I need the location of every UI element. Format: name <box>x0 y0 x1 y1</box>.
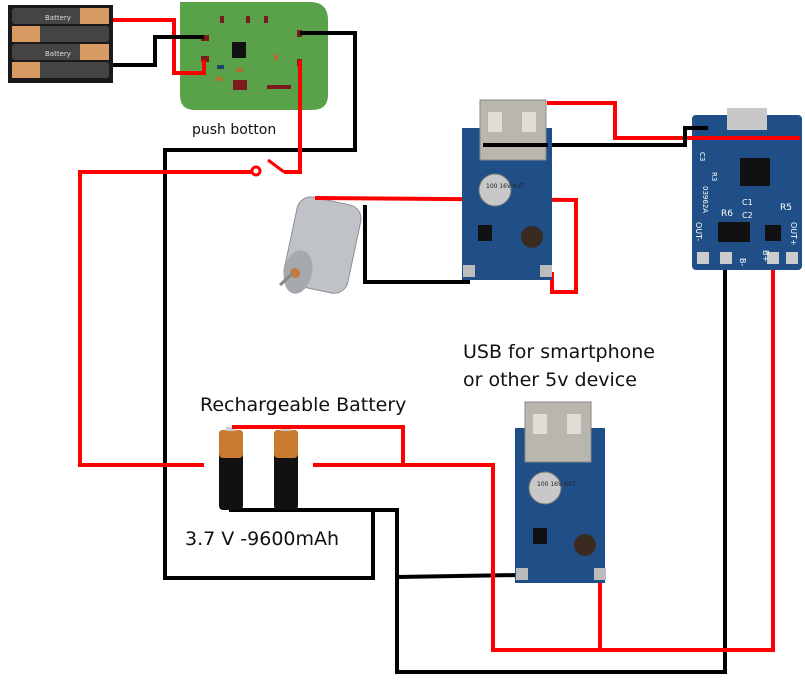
battery-spec: 3.7 V -9600mAh <box>185 528 340 550</box>
wire-red <box>113 18 206 75</box>
silk-label: B+ <box>761 250 770 262</box>
silk-label: C3 <box>698 152 706 161</box>
holder-cell <box>12 44 109 60</box>
holder-cell <box>12 8 109 24</box>
charger-ic <box>740 158 770 186</box>
capacitor-label: 100 16V KVT <box>486 183 525 190</box>
silk-label: C1 <box>742 198 753 207</box>
silk-label: 03962A <box>701 186 709 213</box>
push-button-label: push botton <box>192 122 277 138</box>
battery-cell <box>219 427 243 510</box>
holder-cell <box>12 26 109 42</box>
boost-module-usb-output: 100 16V KVT <box>515 401 606 583</box>
wire-black <box>113 35 204 67</box>
silk-label: C2 <box>742 211 753 220</box>
wire-red <box>232 425 405 463</box>
silk-label: OUT- <box>694 222 703 241</box>
silk-label: R5 <box>780 203 792 213</box>
wire-red <box>313 262 775 652</box>
wire-red <box>78 170 252 467</box>
boost-module-motor: 100 16V KVT <box>462 99 552 280</box>
battery-holder-4xAA: Battery Battery <box>8 5 113 83</box>
holder-cell-text: Battery <box>45 50 71 58</box>
silk-label: R3 <box>710 172 718 181</box>
wires <box>78 18 800 674</box>
dc-motor <box>278 196 362 294</box>
battery-title: Rechargeable Battery <box>200 394 407 416</box>
micro-usb-port <box>727 108 767 130</box>
wire-red <box>284 60 302 174</box>
wire-black <box>396 573 521 579</box>
silk-label: OUT+ <box>789 222 798 246</box>
push-switch[interactable] <box>250 158 285 177</box>
wire-black <box>363 205 470 284</box>
holder-cell-text: Battery <box>45 14 71 22</box>
battery-cell <box>274 427 298 510</box>
usb-label-line1: USB for smartphone <box>463 341 655 363</box>
holder-cell <box>12 62 109 78</box>
capacitor-label: 100 16V KVT <box>537 481 576 488</box>
silk-label: B- <box>738 258 747 266</box>
usb-label-line2: or other 5v device <box>463 369 637 391</box>
controller-pcb <box>180 2 328 110</box>
chip <box>232 42 246 58</box>
wire-black <box>229 262 727 674</box>
wire-black <box>163 31 375 580</box>
charger-module-tp4056: R6 R5 C1 C2 B- B+ OUT- OUT+ 03962A C3 R3 <box>692 108 802 270</box>
silk-label: R6 <box>721 209 733 219</box>
